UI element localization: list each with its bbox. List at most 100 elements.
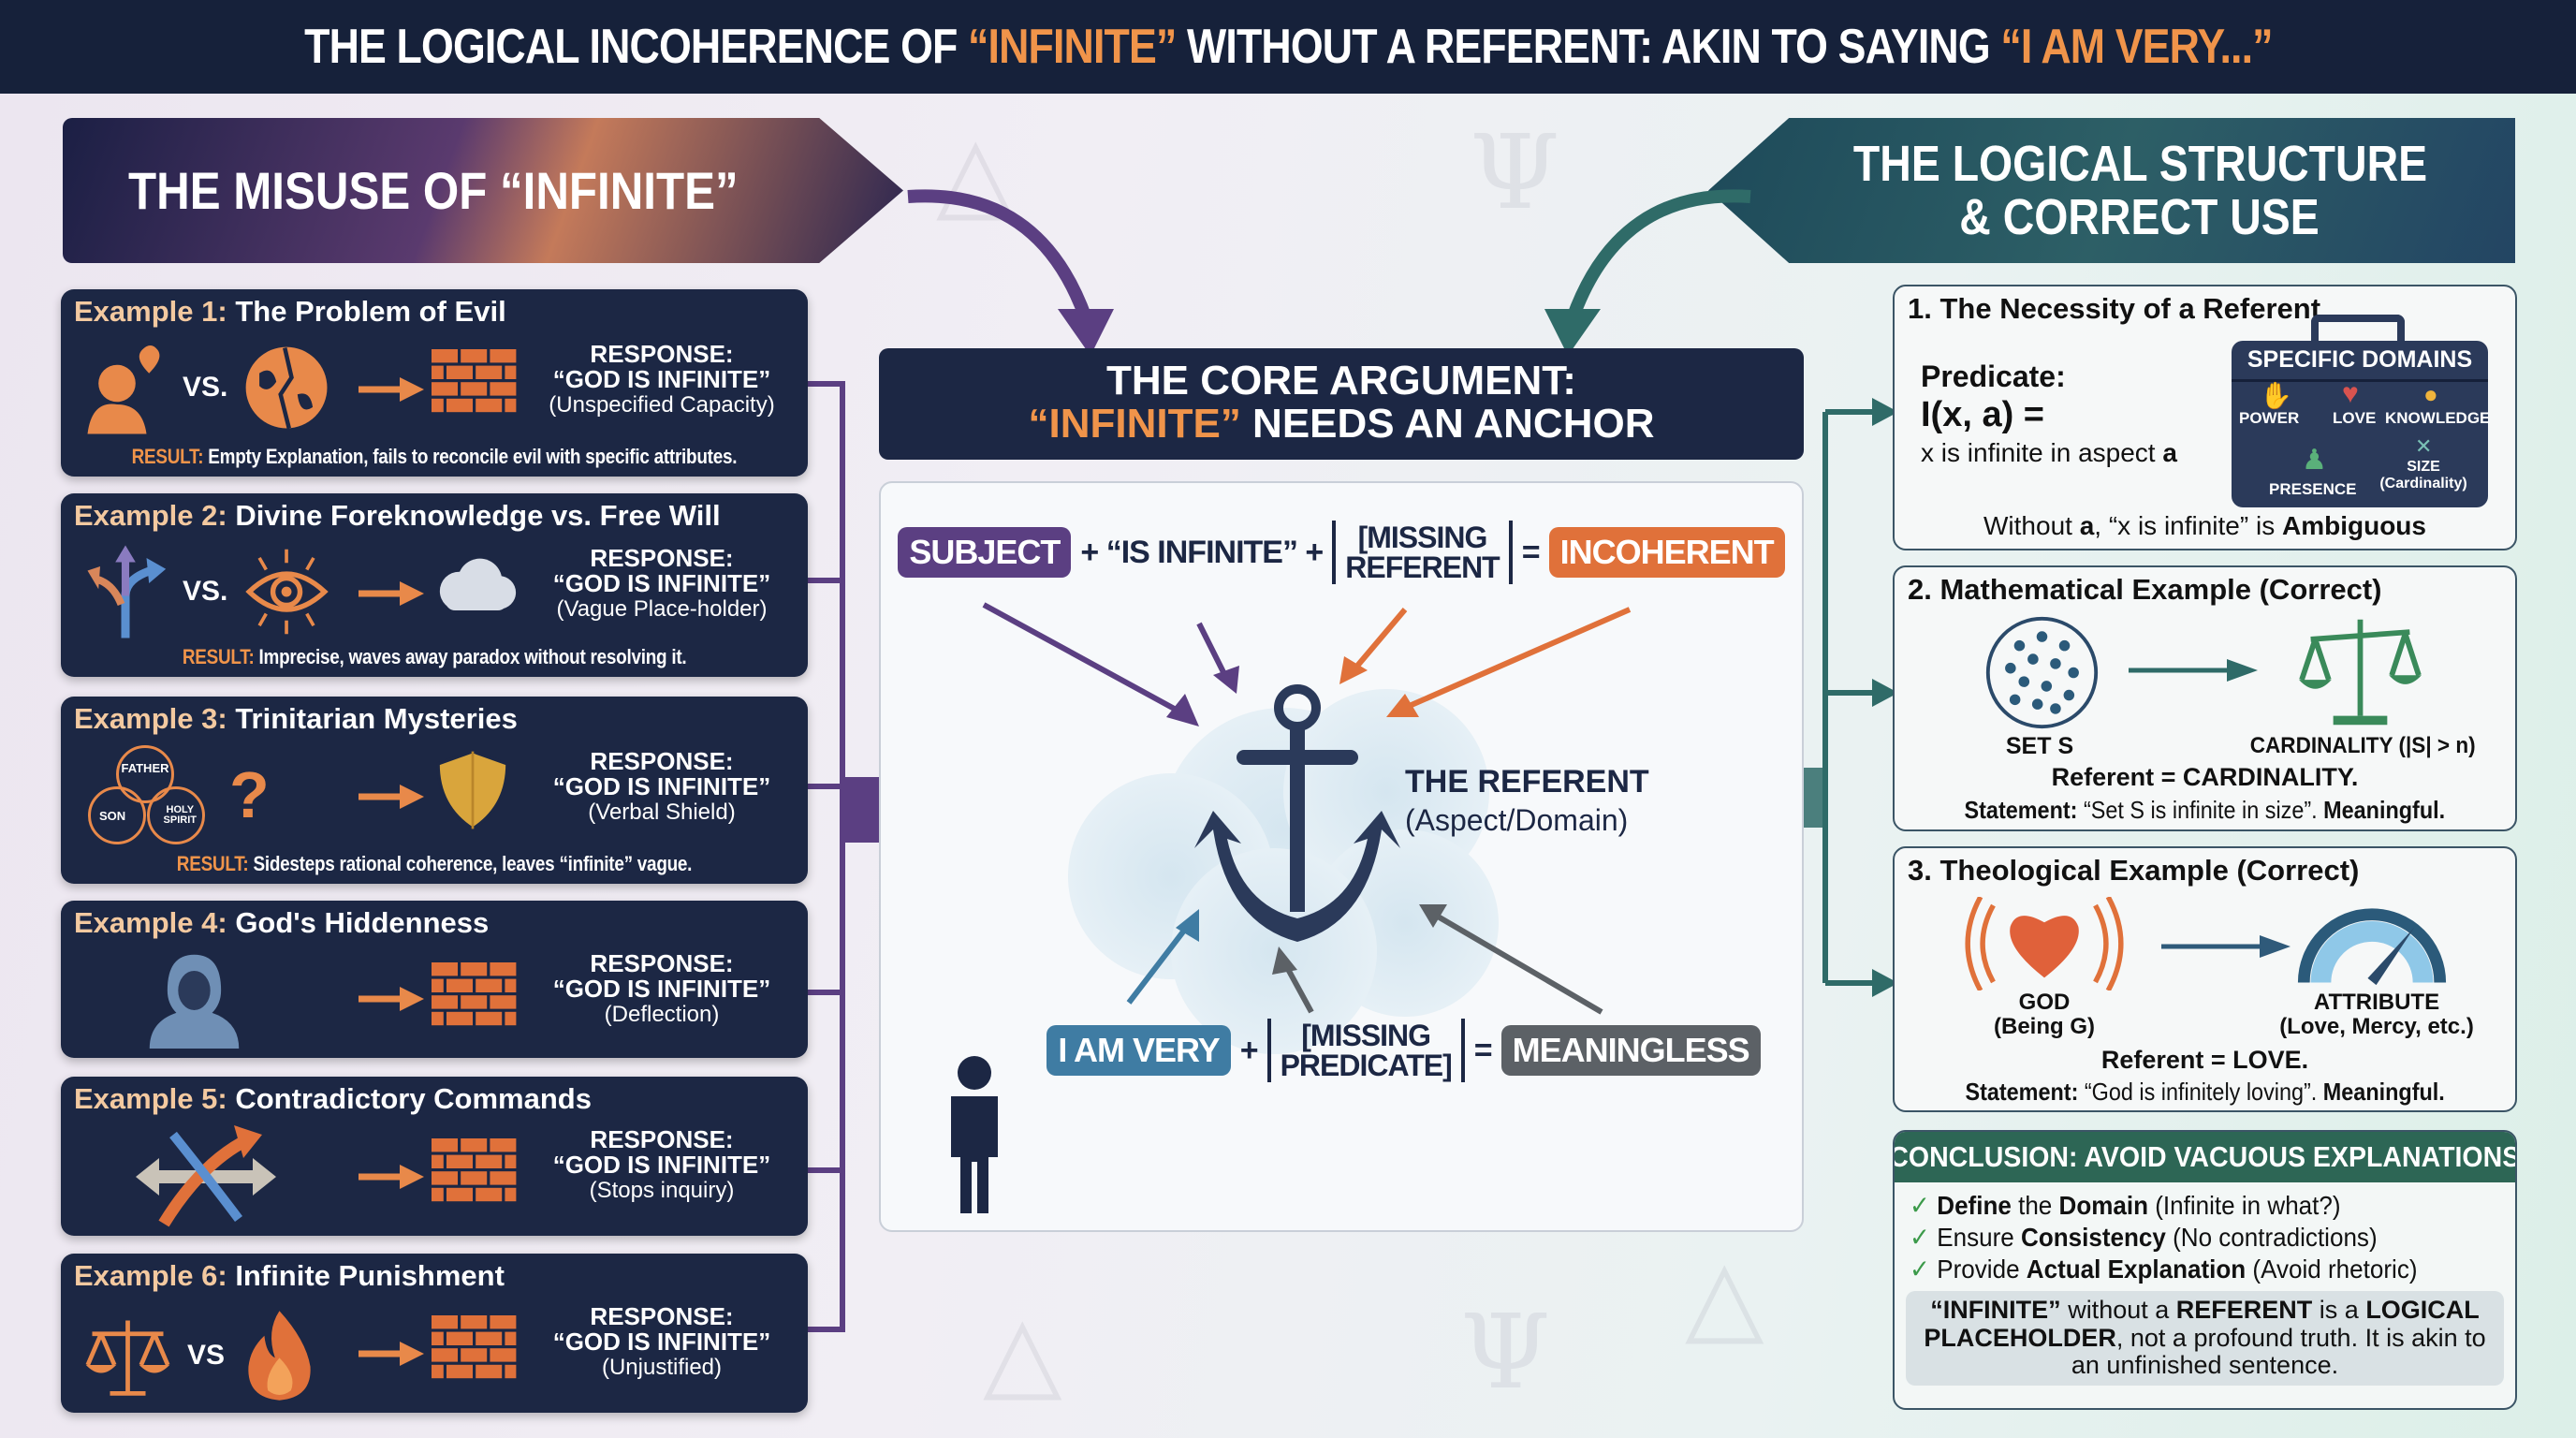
example-icons: VS <box>83 1304 319 1407</box>
bracket-line: [MISSING <box>1357 521 1488 554</box>
item-text: Provide <box>1937 1255 2027 1284</box>
person-icon <box>951 1056 998 1213</box>
attribute-label: ATTRIBUTE(Love, Mercy, etc.) <box>2241 990 2512 1040</box>
summary-bold: LOGICAL PLACEHOLDER <box>1924 1296 2480 1352</box>
is-infinite-term: + “IS INFINITE” + <box>1080 534 1324 570</box>
response-label: RESPONSE: <box>590 747 734 775</box>
core-heading-line: NEEDS AN ANCHOR <box>1240 401 1655 448</box>
vs-label: VS. <box>183 372 228 403</box>
all-seeing-eye-icon <box>245 549 329 634</box>
response-quote: “GOD IS INFINITE” <box>552 1328 771 1357</box>
arrow-right-icon <box>359 1342 424 1366</box>
checklist-line: ✓Define the Domain (Infinite in what?) <box>1910 1190 2341 1222</box>
statement-inner: Statement: “Set S is infinite in size”. … <box>1965 796 2446 825</box>
domains-title: SPECIFIC DOMAINS <box>2232 341 2488 382</box>
power-hand-icon: ✋ <box>2260 381 2292 410</box>
set-label: SET S <box>2005 733 2074 759</box>
result-label: RESULT: <box>131 445 204 468</box>
example-title-text: Contradictory Commands <box>227 1082 592 1115</box>
plus-sign: + <box>1239 1032 1259 1068</box>
statement-text: “God is infinitely loving”. <box>2078 1078 2323 1106</box>
response-label: RESPONSE: <box>590 544 734 572</box>
item-bold: Domain <box>2058 1191 2149 1220</box>
result-body: Imprecise, waves away paradox without re… <box>254 645 687 668</box>
scales-icon <box>85 1320 170 1396</box>
title-line: THE LOGICAL INCOHERENCE OF “INFINITE” WI… <box>304 19 2273 75</box>
banner-line: & CORRECT USE <box>1959 188 2320 245</box>
page-title: THE LOGICAL INCOHERENCE OF “INFINITE” WI… <box>0 0 2576 94</box>
god-label: GOD(Being G) <box>1979 990 2110 1040</box>
statement-text: “Set S is infinite in size”. <box>2077 796 2324 824</box>
example-title: Example 3: Trinitarian Mysteries <box>74 702 518 736</box>
response-text: RESPONSE:“GOD IS INFINITE”(Vague Place-h… <box>521 544 802 621</box>
domains-toolbox: SPECIFIC DOMAINS POWER LOVE KNOWLEDGE PR… <box>2232 315 2491 507</box>
example-title: Example 1: The Problem of Evil <box>74 295 506 329</box>
response-label: RESPONSE: <box>590 949 734 977</box>
equals-sign: = <box>1473 1032 1493 1068</box>
response-text: RESPONSE:“GOD IS INFINITE”(Unjustified) <box>521 1302 802 1379</box>
crossing-arrows-icon <box>136 1125 276 1227</box>
gauge-icon <box>2297 908 2447 986</box>
example-icons: VS. <box>83 336 331 439</box>
arrow-right-icon <box>359 785 424 809</box>
response-sub: (Verbal Shield) <box>588 799 736 825</box>
radiating-heart-icon <box>1965 897 2124 990</box>
size-label: SIZE <box>2407 459 2440 475</box>
logical-structure-banner: THE LOGICAL STRUCTURE & CORRECT USE <box>1708 118 2515 263</box>
example-title-text: Infinite Punishment <box>227 1259 505 1292</box>
domain-knowledge: KNOWLEDGE <box>2385 409 2491 427</box>
brick-wall-icon <box>432 962 517 1026</box>
statement-verdict: Meaningful. <box>2323 796 2446 824</box>
referent-title: THE REFERENT <box>1405 764 1649 800</box>
result-text: RESULT: Imprecise, waves away paradox wi… <box>61 645 808 669</box>
checklist-line: ✓Ensure Consistency (No contradictions) <box>1910 1222 2378 1254</box>
god-text: GOD <box>2018 990 2071 1015</box>
example-title-text: The Problem of Evil <box>227 295 506 328</box>
checkmark-icon: ✓ <box>1910 1191 1930 1220</box>
response-sub: (Deflection) <box>604 1001 720 1027</box>
misuse-banner-label: THE MISUSE OF “INFINITE” <box>128 161 739 220</box>
conclusion-card: CONCLUSION: AVOID VACUOUS EXPLANATIONS ✓… <box>1893 1130 2517 1410</box>
desc-variable: a <box>2162 438 2177 467</box>
arrow-right-icon <box>2161 935 2291 958</box>
result-body: Empty Explanation, fails to reconcile ev… <box>203 445 738 468</box>
conclusion-title-bar: CONCLUSION: AVOID VACUOUS EXPLANATIONS <box>1895 1132 2515 1182</box>
cloud-icon <box>439 558 517 611</box>
equals-sign: = <box>1521 534 1541 570</box>
expand-arrows-icon: ✕ <box>2415 434 2433 458</box>
example-title-text: Divine Foreknowledge vs. Free Will <box>227 499 721 532</box>
response-quote: “GOD IS INFINITE” <box>552 1151 771 1180</box>
i-am-very-speech-bubble: I AM VERY <box>1046 1025 1231 1076</box>
item-text: (Infinite in what?) <box>2148 1191 2341 1220</box>
lightbulb-icon: ● <box>2423 380 2438 408</box>
response-label: RESPONSE: <box>590 1302 734 1330</box>
banner-line: THE LOGICAL STRUCTURE <box>1852 135 2427 192</box>
example-card-4: Example 4: God's Hiddenness RESPONSE:“GO… <box>61 901 808 1058</box>
example-card-3: Example 3: Trinitarian Mysteries FATHER … <box>61 697 808 884</box>
example-title-text: Trinitarian Mysteries <box>227 702 518 735</box>
response-quote: “GOD IS INFINITE” <box>552 772 771 801</box>
example-icons <box>145 947 243 1050</box>
cardinality-text: CARDINALITY (|S| > n) <box>2249 733 2476 758</box>
necessity-footer: Without a, “x is infinite” is Ambiguous <box>1895 511 2515 541</box>
size-sub: (Cardinality) <box>2379 475 2467 492</box>
response-text: RESPONSE:“GOD IS INFINITE”(Unspecified C… <box>521 340 802 417</box>
trinity-diagram: FATHER SON HOLY SPIRIT <box>83 743 214 846</box>
referent-subtitle: (Aspect/Domain) <box>1405 803 1629 837</box>
math-example-card: 2. Mathematical Example (Correct) SET S … <box>1893 565 2517 831</box>
arrow-right-icon <box>359 1165 424 1189</box>
predicate-formula: I(x, a) = <box>1921 395 2044 434</box>
card-title: 2. Mathematical Example (Correct) <box>1908 573 2382 606</box>
bracket-line: PREDICATE] <box>1280 1049 1453 1082</box>
grieving-person-icon <box>87 345 160 434</box>
summary-text: , not a profound truth. It is akin to an… <box>2071 1323 2486 1380</box>
example-icons: VS. <box>83 540 331 643</box>
example-number: Example 1: <box>74 295 227 328</box>
result-label: RESULT: <box>182 645 255 668</box>
response-label: RESPONSE: <box>590 340 734 368</box>
example-card-6: Example 6: Infinite Punishment VS RESPON… <box>61 1254 808 1413</box>
footer-line: Without a, “x is infinite” is Ambiguous <box>1983 511 2426 541</box>
result-text: RESULT: Sidesteps rational coherence, le… <box>61 852 808 876</box>
